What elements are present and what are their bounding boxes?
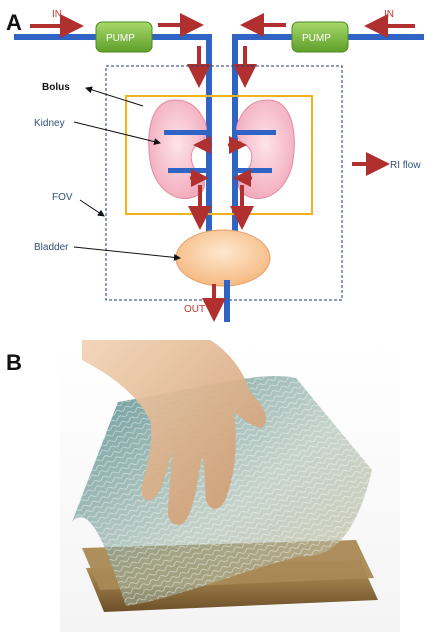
pump-left-label: PUMP <box>106 33 135 44</box>
fov-label: FOV <box>52 192 73 203</box>
inlet-pipes <box>14 34 424 239</box>
pump-left: PUMP <box>96 22 152 52</box>
outlet-pipe <box>224 280 230 322</box>
bladder-label: Bladder <box>34 242 69 253</box>
kidney-left <box>149 100 207 199</box>
kidney-right <box>237 100 295 199</box>
pump-right: PUMP <box>292 22 348 52</box>
pump-right-label: PUMP <box>302 33 331 44</box>
panel-a-letter: A <box>6 10 22 35</box>
phantom-photo <box>60 338 400 632</box>
ri-flow-legend-label: RI flow <box>390 160 421 171</box>
inlet-left-label: IN <box>52 9 62 20</box>
bladder-pointer <box>74 247 180 258</box>
outlet-label: OUT <box>184 304 205 315</box>
panel-b-letter: B <box>6 350 22 375</box>
kidney-pointer <box>74 122 160 143</box>
fov-pointer <box>80 200 104 216</box>
inlet-right-label: IN <box>384 9 394 20</box>
bolus-label: Bolus <box>42 82 70 93</box>
kidney-label: Kidney <box>34 118 65 129</box>
bladder <box>176 230 270 286</box>
